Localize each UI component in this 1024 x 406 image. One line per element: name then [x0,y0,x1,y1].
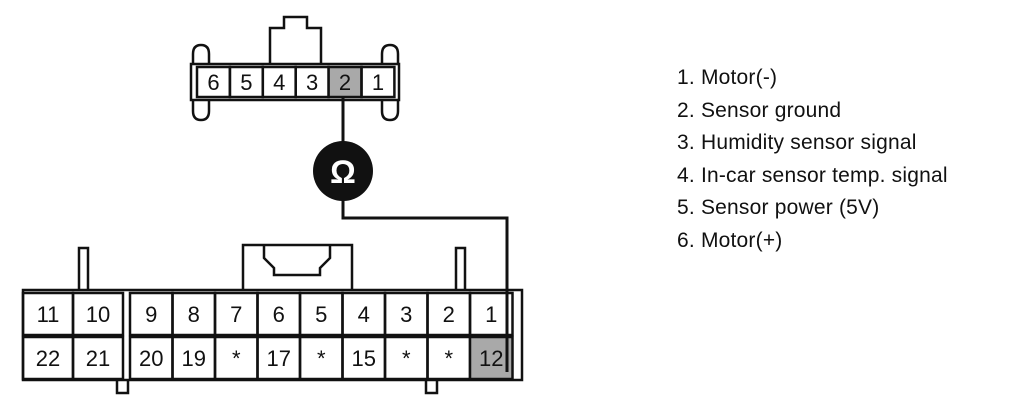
bottom-pin-21: 21 [71,335,125,381]
pin-label: 5 [315,302,327,327]
legend-item: 4. In-car sensor temp. signal [677,163,948,187]
pin-cell-box [468,291,514,337]
pin-label: 6 [207,70,219,95]
bottom-pin-unused: * [298,335,344,381]
top-pin-2: 2 [327,65,363,99]
pin-label: 15 [352,346,376,371]
pin-label: * [232,346,241,371]
pin-cell-box [71,291,125,337]
pin-label: 1 [372,70,384,95]
pin-label: 12 [479,346,503,371]
bottom-pin-8: 8 [171,291,217,337]
legend-item: 2. Sensor ground [677,98,842,122]
probe-wires [341,97,509,372]
bottom-pin-12: 12 [468,335,514,381]
bottom-pin-9: 9 [128,291,174,337]
bottom-pin-4: 4 [341,291,387,337]
pin-cell-box [468,335,514,381]
bottom-pin-22: 22 [21,335,75,381]
bottom-pin-7: 7 [213,291,259,337]
bottom-pin-3: 3 [383,291,429,337]
pin-legend: 1. Motor(-) 2. Sensor ground 3. Humidity… [677,62,948,257]
pin-label: 17 [267,346,291,371]
bottom-pin-6: 6 [256,291,302,337]
bottom-pin-2: 2 [426,291,472,337]
pin-label: 11 [37,302,60,327]
pin-label: 10 [86,302,110,327]
pin-label: 7 [230,302,242,327]
bottom-pin-unused: * [383,335,429,381]
bottom-pin-11: 11 [21,291,75,337]
legend-item: 3. Humidity sensor signal [677,131,917,154]
pin-label: 2 [443,302,455,327]
legend-item: 6. Motor(+) [677,228,783,252]
bottom-pin-20: 20 [128,335,174,381]
pin-label: 2 [339,70,351,95]
legend-item: 5. Sensor power (5V) [677,196,880,219]
top-pin-6: 6 [195,65,232,99]
pin-label: 4 [358,302,370,327]
pin-label: 5 [240,70,252,95]
bottom-pin-10: 10 [71,291,125,337]
bottom-pin-17: 17 [256,335,302,381]
pin-label: 3 [400,302,412,327]
ohm-symbol: Ω [330,154,356,190]
pin-label: * [317,346,326,371]
bottom-pin-15: 15 [341,335,387,381]
pin-label: * [402,346,411,371]
top-pin-3: 3 [294,65,330,99]
pin-label: 4 [273,70,285,95]
ohmmeter-icon: Ω [313,141,373,201]
pin-label: 19 [182,346,206,371]
pin-label: * [444,346,453,371]
pin-label: 9 [145,302,157,327]
pin-label: 6 [273,302,285,327]
pin-label: 22 [36,346,60,371]
pin-cell-box [360,65,396,99]
pin-label: 20 [139,346,163,371]
legend-item: 1. Motor(-) [677,66,778,89]
pin-label: 3 [306,70,318,95]
pin-cell-box [71,335,125,381]
bottom-pin-unused: * [426,335,472,381]
pin-label: 8 [188,302,200,327]
pin-label: 1 [485,302,497,327]
top-pin-4: 4 [261,65,297,99]
pin-label: 21 [86,346,110,371]
top-pin-5: 5 [228,65,265,99]
top-pin-1: 1 [360,65,396,99]
bottom-pin-1: 1 [468,291,514,337]
wire-bottom-pin-12 [341,200,509,372]
bottom-pin-19: 19 [171,335,217,381]
bottom-pin-5: 5 [298,291,344,337]
bottom-pin-unused: * [213,335,259,381]
